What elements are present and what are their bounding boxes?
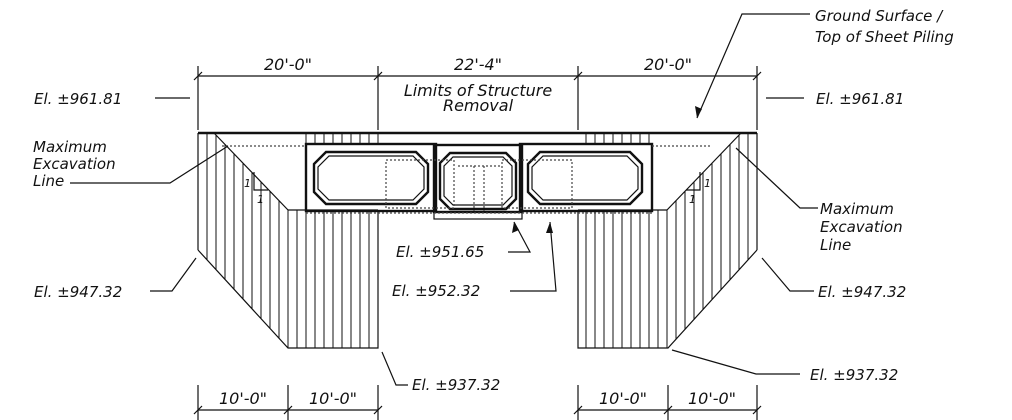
dim-bottom-2: 10'-0" (309, 389, 357, 408)
ground-surface-label-line1: Ground Surface / (815, 7, 944, 25)
slope-indicator-right (686, 172, 701, 191)
dim-top-right: 20'-0" (644, 55, 692, 74)
elev-top-left: El. ±961.81 (34, 90, 122, 108)
elev-excavation-floor: El. ±952.32 (392, 282, 480, 300)
dim-bottom-1: 10'-0" (219, 389, 267, 408)
dim-bottom-3: 10'-0" (599, 389, 647, 408)
ground-surface-leader (696, 13, 810, 119)
ground-surface-arrowhead (695, 106, 702, 118)
limits-label-line1: Limits of Structure (404, 81, 553, 100)
elev-top-right: El. ±961.81 (816, 90, 904, 108)
max-exc-left-3: Line (33, 172, 64, 190)
elev-pit-bottom-left-leader (381, 351, 408, 386)
elev-pit-bottom-right-leader (671, 349, 800, 375)
elev-culvert-bottom: El. ±951.65 (396, 243, 484, 261)
top-dimension-line (193, 66, 762, 130)
slope-run-right: 1 (689, 193, 696, 206)
dim-bottom-4: 10'-0" (688, 389, 736, 408)
elev-pit-bottom-left: El. ±937.32 (412, 376, 500, 394)
dim-top-center: 22'-4" (454, 55, 502, 74)
max-exc-right-1: Maximum (820, 200, 894, 218)
sheet-piling-hatching (197, 133, 758, 348)
elev-mid-left: El. ±947.32 (34, 283, 122, 301)
max-exc-right-2: Excavation (820, 218, 903, 236)
elev-mid-right: El. ±947.32 (818, 283, 906, 301)
slope-rise-right: 1 (704, 177, 711, 190)
culvert-structure (222, 142, 712, 220)
max-exc-right-3: Line (820, 236, 851, 254)
elev-culvert-bottom-leader (508, 221, 531, 253)
slope-run-left: 1 (257, 193, 264, 206)
slope-indicator-left (253, 172, 268, 191)
elev-culvert-bottom-arrowhead (512, 222, 519, 233)
elev-pit-bottom-right: El. ±937.32 (810, 366, 898, 384)
dim-top-left: 20'-0" (264, 55, 312, 74)
max-exc-left-leader (70, 145, 229, 184)
max-exc-left-2: Excavation (33, 155, 116, 173)
max-exc-right-leader (735, 147, 818, 209)
elev-mid-left-leader (150, 257, 197, 292)
elev-mid-right-leader (761, 257, 814, 292)
max-exc-left-1: Maximum (33, 138, 107, 156)
excavation-outline (197, 131, 758, 349)
slope-rise-left: 1 (244, 177, 251, 190)
bottom-dimension-line (193, 385, 762, 420)
elev-excavation-floor-leader (510, 221, 557, 292)
limits-label-line2: Removal (443, 96, 514, 115)
ground-surface-label-line2: Top of Sheet Piling (815, 28, 954, 46)
elev-excavation-floor-arrowhead (546, 222, 553, 233)
